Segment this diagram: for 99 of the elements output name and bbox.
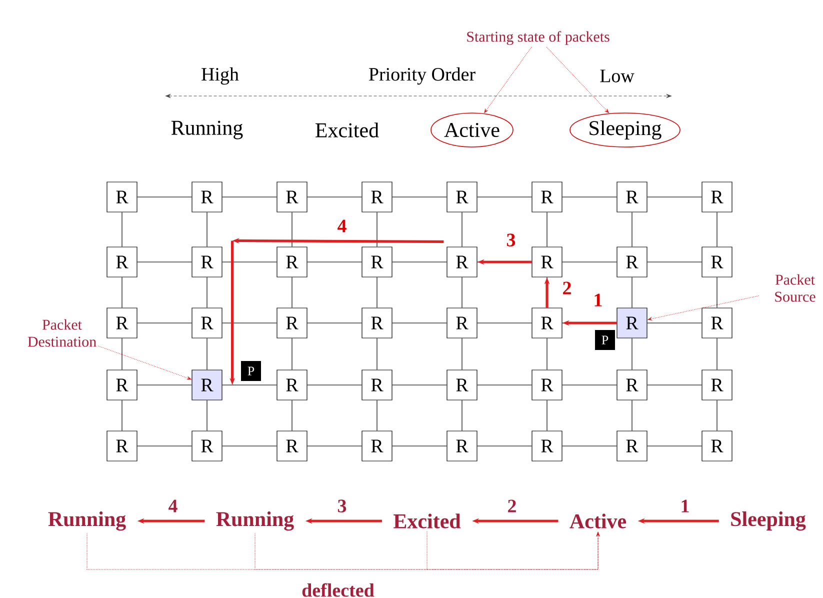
- link-line: [646, 322, 702, 324]
- router-box: R: [702, 308, 732, 338]
- router-box: R: [532, 246, 562, 278]
- link-line: [392, 196, 448, 198]
- link-line: [476, 322, 532, 324]
- edge-label: 3: [506, 234, 516, 246]
- scale-label: Low: [600, 70, 634, 82]
- router-box: R: [192, 370, 222, 400]
- router-box: R: [532, 182, 562, 212]
- link-line: [562, 196, 618, 198]
- router-box: R: [362, 370, 392, 400]
- edge-label: 3: [338, 500, 346, 512]
- router-box: R: [192, 308, 222, 338]
- router-box: R: [616, 182, 648, 212]
- scale-label: High: [202, 67, 239, 85]
- packet-box: P: [595, 330, 615, 350]
- link-line: [716, 338, 718, 370]
- router-box: R: [702, 370, 732, 400]
- state-label: Running: [48, 511, 126, 531]
- annotation-text: Packet Source: [775, 274, 816, 302]
- router-box: R: [446, 308, 478, 338]
- edge-label: 2: [563, 282, 571, 294]
- scale-label: Priority Order: [369, 67, 476, 85]
- state-label: Active: [570, 514, 626, 528]
- link-line: [206, 400, 208, 432]
- router-box: R: [276, 308, 308, 338]
- edge-label: 4: [168, 500, 178, 512]
- link-line: [392, 384, 448, 386]
- router-box: R: [106, 308, 138, 338]
- link-line: [222, 384, 278, 386]
- link-line: [476, 384, 532, 386]
- state-word: Excited: [316, 122, 379, 138]
- link-line: [376, 338, 378, 370]
- state-label: Running: [216, 511, 294, 531]
- router-box: R: [276, 430, 308, 462]
- link-line: [206, 212, 208, 248]
- link-line: [136, 322, 192, 324]
- edge-label: 1: [594, 294, 602, 306]
- router-box: R: [446, 246, 478, 278]
- router-box: R: [362, 308, 392, 338]
- link-line: [136, 196, 192, 198]
- router-box: R: [446, 370, 478, 400]
- link-line: [376, 212, 378, 248]
- link-line: [716, 276, 718, 308]
- link-line: [476, 196, 532, 198]
- router-box: R: [106, 182, 138, 212]
- annotation-text: Packet Destination: [28, 319, 96, 347]
- router-box: R: [106, 430, 138, 462]
- state-word: Running: [171, 120, 243, 140]
- router-box: R: [192, 246, 222, 278]
- link-line: [646, 196, 702, 198]
- edge-label: 4: [338, 220, 346, 232]
- link-line: [546, 212, 548, 248]
- link-line: [392, 322, 448, 324]
- packet-box: P: [241, 361, 261, 381]
- router-box: R: [192, 430, 222, 462]
- link-line: [716, 212, 718, 248]
- link-line: [562, 384, 618, 386]
- edge-label: 2: [508, 500, 516, 512]
- router-box: R: [532, 308, 562, 338]
- state-label: Excited: [394, 514, 461, 528]
- link-line: [306, 322, 362, 324]
- state-label: Sleeping: [731, 511, 806, 531]
- router-box: R: [276, 370, 308, 400]
- link-line: [716, 400, 718, 432]
- router-box: R: [702, 246, 732, 278]
- link-line: [306, 196, 362, 198]
- router-box: R: [532, 370, 562, 400]
- link-line: [376, 276, 378, 308]
- edge-label: 1: [682, 500, 689, 512]
- router-box: R: [276, 246, 308, 278]
- router-box: R: [616, 246, 648, 278]
- router-box: R: [192, 182, 222, 212]
- router-box: R: [702, 182, 732, 212]
- link-line: [222, 322, 278, 324]
- router-box: R: [362, 182, 392, 212]
- router-box: R: [446, 430, 478, 462]
- link-line: [136, 384, 192, 386]
- link-line: [376, 400, 378, 432]
- link-line: [546, 400, 548, 432]
- router-box: R: [362, 246, 392, 278]
- router-box: R: [616, 370, 648, 400]
- router-box: R: [446, 182, 478, 212]
- router-box: R: [616, 308, 648, 338]
- link-line: [222, 196, 278, 198]
- annotation-text: Starting state of packets: [467, 31, 610, 45]
- link-line: [206, 276, 208, 308]
- router-box: R: [532, 430, 562, 462]
- link-line: [646, 384, 702, 386]
- router-box: R: [106, 246, 138, 278]
- link-line: [546, 338, 548, 370]
- router-box: R: [106, 370, 138, 400]
- note-text: deflected: [302, 583, 374, 597]
- router-box: R: [362, 430, 392, 462]
- router-box: R: [616, 430, 648, 462]
- router-box: R: [276, 182, 308, 212]
- link-line: [206, 338, 208, 370]
- link-line: [306, 384, 362, 386]
- router-box: R: [702, 430, 732, 462]
